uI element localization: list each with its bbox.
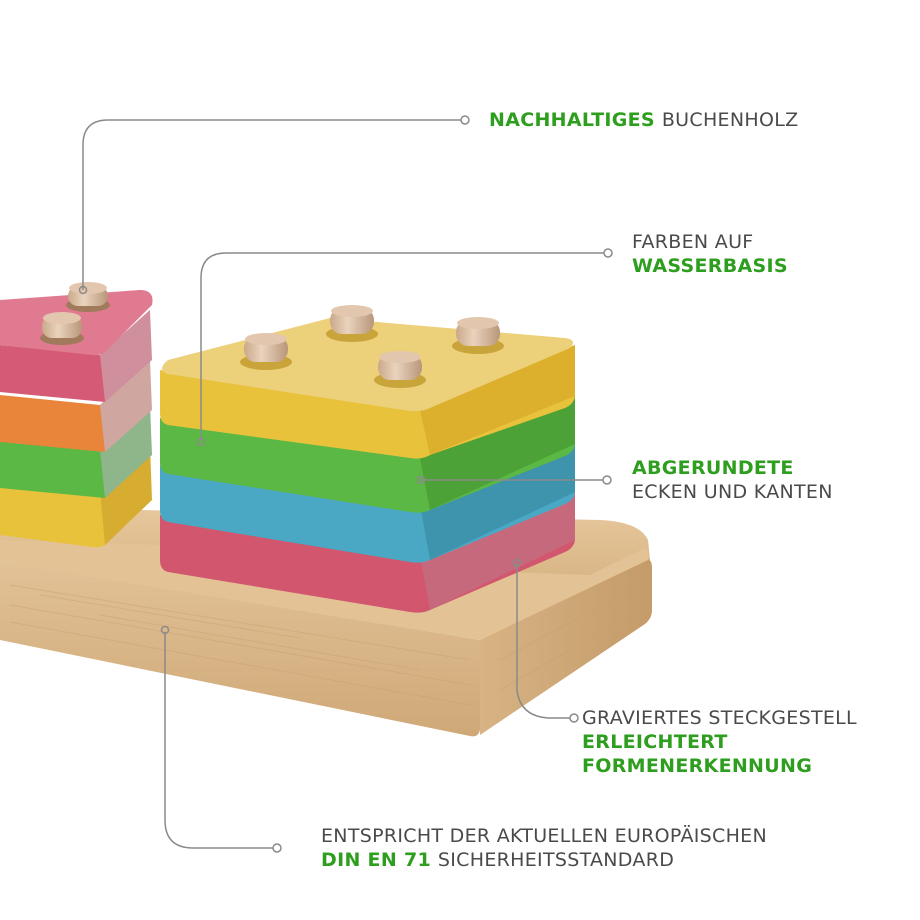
callout-graviertes-steckgestell: GRAVIERTES STECKGESTELL ERLEICHTERT FORM… [582,706,857,778]
callout-dot-icon [78,285,88,295]
callout-text: BUCHENHOLZ [661,109,799,131]
triangle-stack [0,282,153,548]
callout-dot-icon [160,625,170,635]
square-peg [452,317,504,354]
callout-highlight: WASSERBASIS [632,255,788,277]
callout-highlight: FORMENERKENNUNG [582,755,813,777]
callout-dot-icon [603,248,613,258]
callout-dot-icon [272,843,282,853]
callout-text: FARBEN AUF [632,231,754,253]
callout-highlight: ABGERUNDETE [632,457,794,479]
square-peg [326,305,378,342]
callout-line-farben [200,252,604,440]
triangle-peg [66,282,110,312]
callout-dot-icon [569,713,579,723]
square-stack [160,305,575,613]
callout-lines [82,119,604,849]
callout-line-buchenholz [82,119,461,290]
callout-farben-auf-wasserbasis: FARBEN AUF WASSERBASIS [632,230,788,278]
callout-highlight: NACHHALTIGES [489,109,655,131]
square-peg [374,351,426,388]
callout-text: ECKEN UND KANTEN [632,481,833,503]
callout-text: GRAVIERTES STECKGESTELL [582,707,857,729]
callout-dot-icon [460,115,470,125]
triangle-peg [40,312,84,345]
callout-din-en-71: ENTSPRICHT DER AKTUELLEN EUROPÄISCHEN DI… [321,824,767,872]
callout-highlight: ERLEICHTERT [582,731,728,753]
callout-dot-icon [416,475,426,485]
callout-text: SICHERHEITSSTANDARD [437,849,675,871]
callout-dots [78,115,613,853]
callout-line-steckgestell [516,563,570,719]
callout-dot-icon [602,475,612,485]
callout-line-din [164,632,273,849]
callout-dot-icon [512,558,522,568]
callout-abgerundete-ecken: ABGERUNDETE ECKEN UND KANTEN [632,456,833,504]
callout-nachhaltiges-buchenholz: NACHHALTIGES BUCHENHOLZ [489,108,798,132]
callout-highlight: DIN EN 71 [321,849,431,871]
square-peg [240,333,292,370]
callout-dot-icon [196,437,206,447]
callout-text: ENTSPRICHT DER AKTUELLEN EUROPÄISCHEN [321,825,767,847]
